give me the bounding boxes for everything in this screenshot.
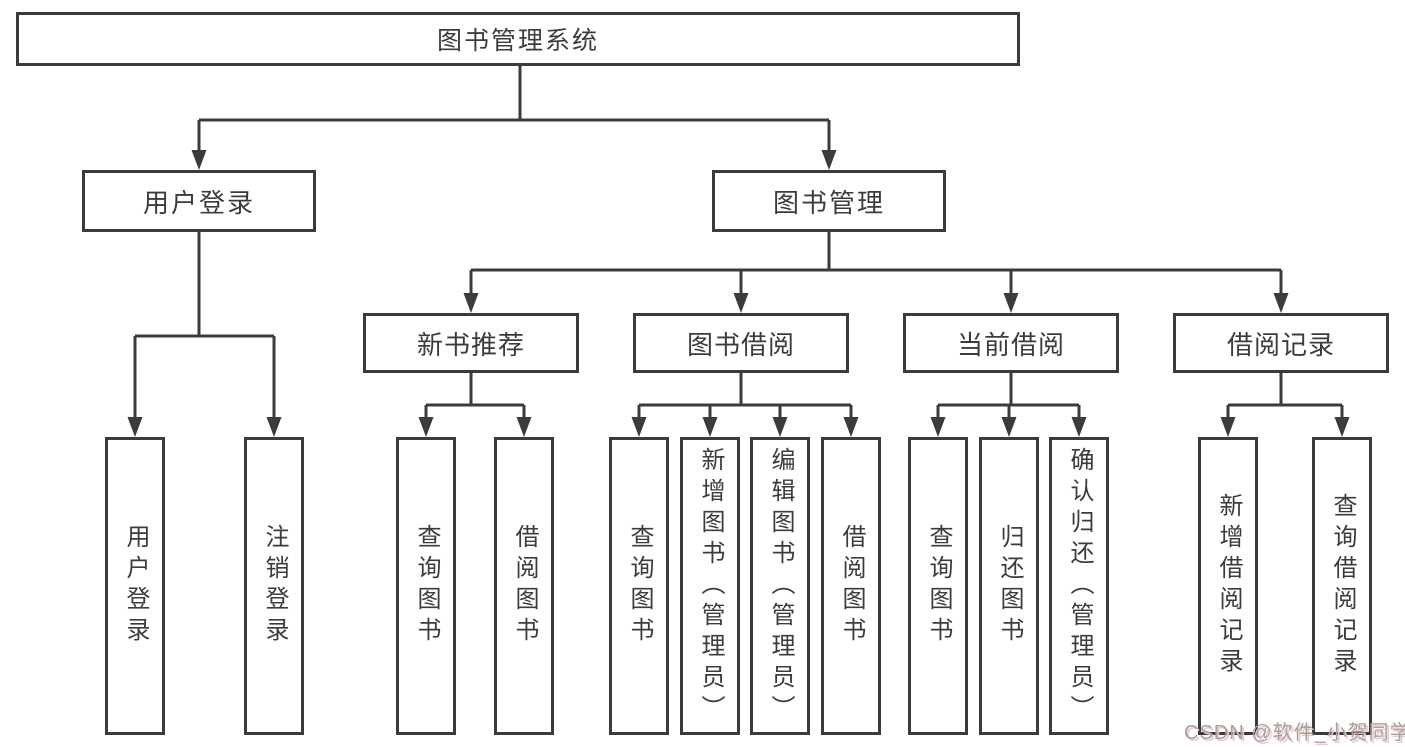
arrowheads [127,150,1350,437]
connector-book-borrow-group [637,373,853,417]
node-label: 查询图书 [925,524,952,648]
node-label: 用户登录 [122,524,149,648]
node-label: 归还图书 [996,524,1023,648]
node-label: 新书推荐 [416,329,525,360]
connector-root-to-branches [197,66,831,150]
connector-user-login-group [133,232,276,417]
node-label: 图书管理 [772,187,885,218]
leaf-query-borrow-record: 查询借阅记录 [1312,437,1372,735]
leaf-add-borrow-record: 新增借阅记录 [1198,437,1258,735]
node-label: 查询图书 [626,524,653,648]
node-label: 图书管理系统 [436,27,599,55]
node-label: 用户登录 [142,187,255,218]
node-label: 新增图书（管理员） [697,446,724,726]
node-new-book-recommend: 新书推荐 [363,313,579,373]
node-label: 新增借阅记录 [1215,493,1242,679]
leaf-return-book: 归还图书 [979,437,1039,735]
connector-new-book-group [424,373,526,417]
leaf-query-books-recommend: 查询图书 [396,437,456,735]
connector-book-management-group [469,232,1283,293]
node-label: 当前借阅 [956,329,1065,360]
leaf-borrow-books: 借阅图书 [821,437,881,735]
node-user-login: 用户登录 [82,170,316,232]
node-label: 确认归还（管理员） [1066,446,1093,726]
node-book-management: 图书管理 [712,170,946,232]
csdn-watermark: CSDN @软件_小贺同学 [1184,722,1405,744]
node-label: 图书借阅 [686,329,795,360]
node-label: 注销登录 [261,524,288,648]
connector-current-borrow-group [936,373,1081,417]
node-label: 查询借阅记录 [1329,493,1356,679]
node-label: 借阅图书 [511,524,538,648]
leaf-confirm-return-admin: 确认归还（管理员） [1049,437,1109,735]
node-book-borrow: 图书借阅 [633,313,849,373]
node-label: 借阅记录 [1226,329,1335,360]
node-borrow-records: 借阅记录 [1173,313,1389,373]
node-library-management-system: 图书管理系统 [16,12,1020,66]
leaf-query-books-borrow: 查询图书 [609,437,669,735]
connector-borrow-records-group [1226,373,1344,417]
leaf-logout: 注销登录 [244,437,304,735]
leaf-add-book-admin: 新增图书（管理员） [680,437,740,735]
leaf-query-books-current: 查询图书 [908,437,968,735]
node-label: 查询图书 [413,524,440,648]
node-label: 编辑图书（管理员） [767,446,794,726]
leaf-borrow-books-recommend: 借阅图书 [494,437,554,735]
node-label: 借阅图书 [838,524,865,648]
leaf-edit-book-admin: 编辑图书（管理员） [750,437,810,735]
leaf-user-login: 用户登录 [105,437,165,735]
node-current-borrow: 当前借阅 [903,313,1119,373]
